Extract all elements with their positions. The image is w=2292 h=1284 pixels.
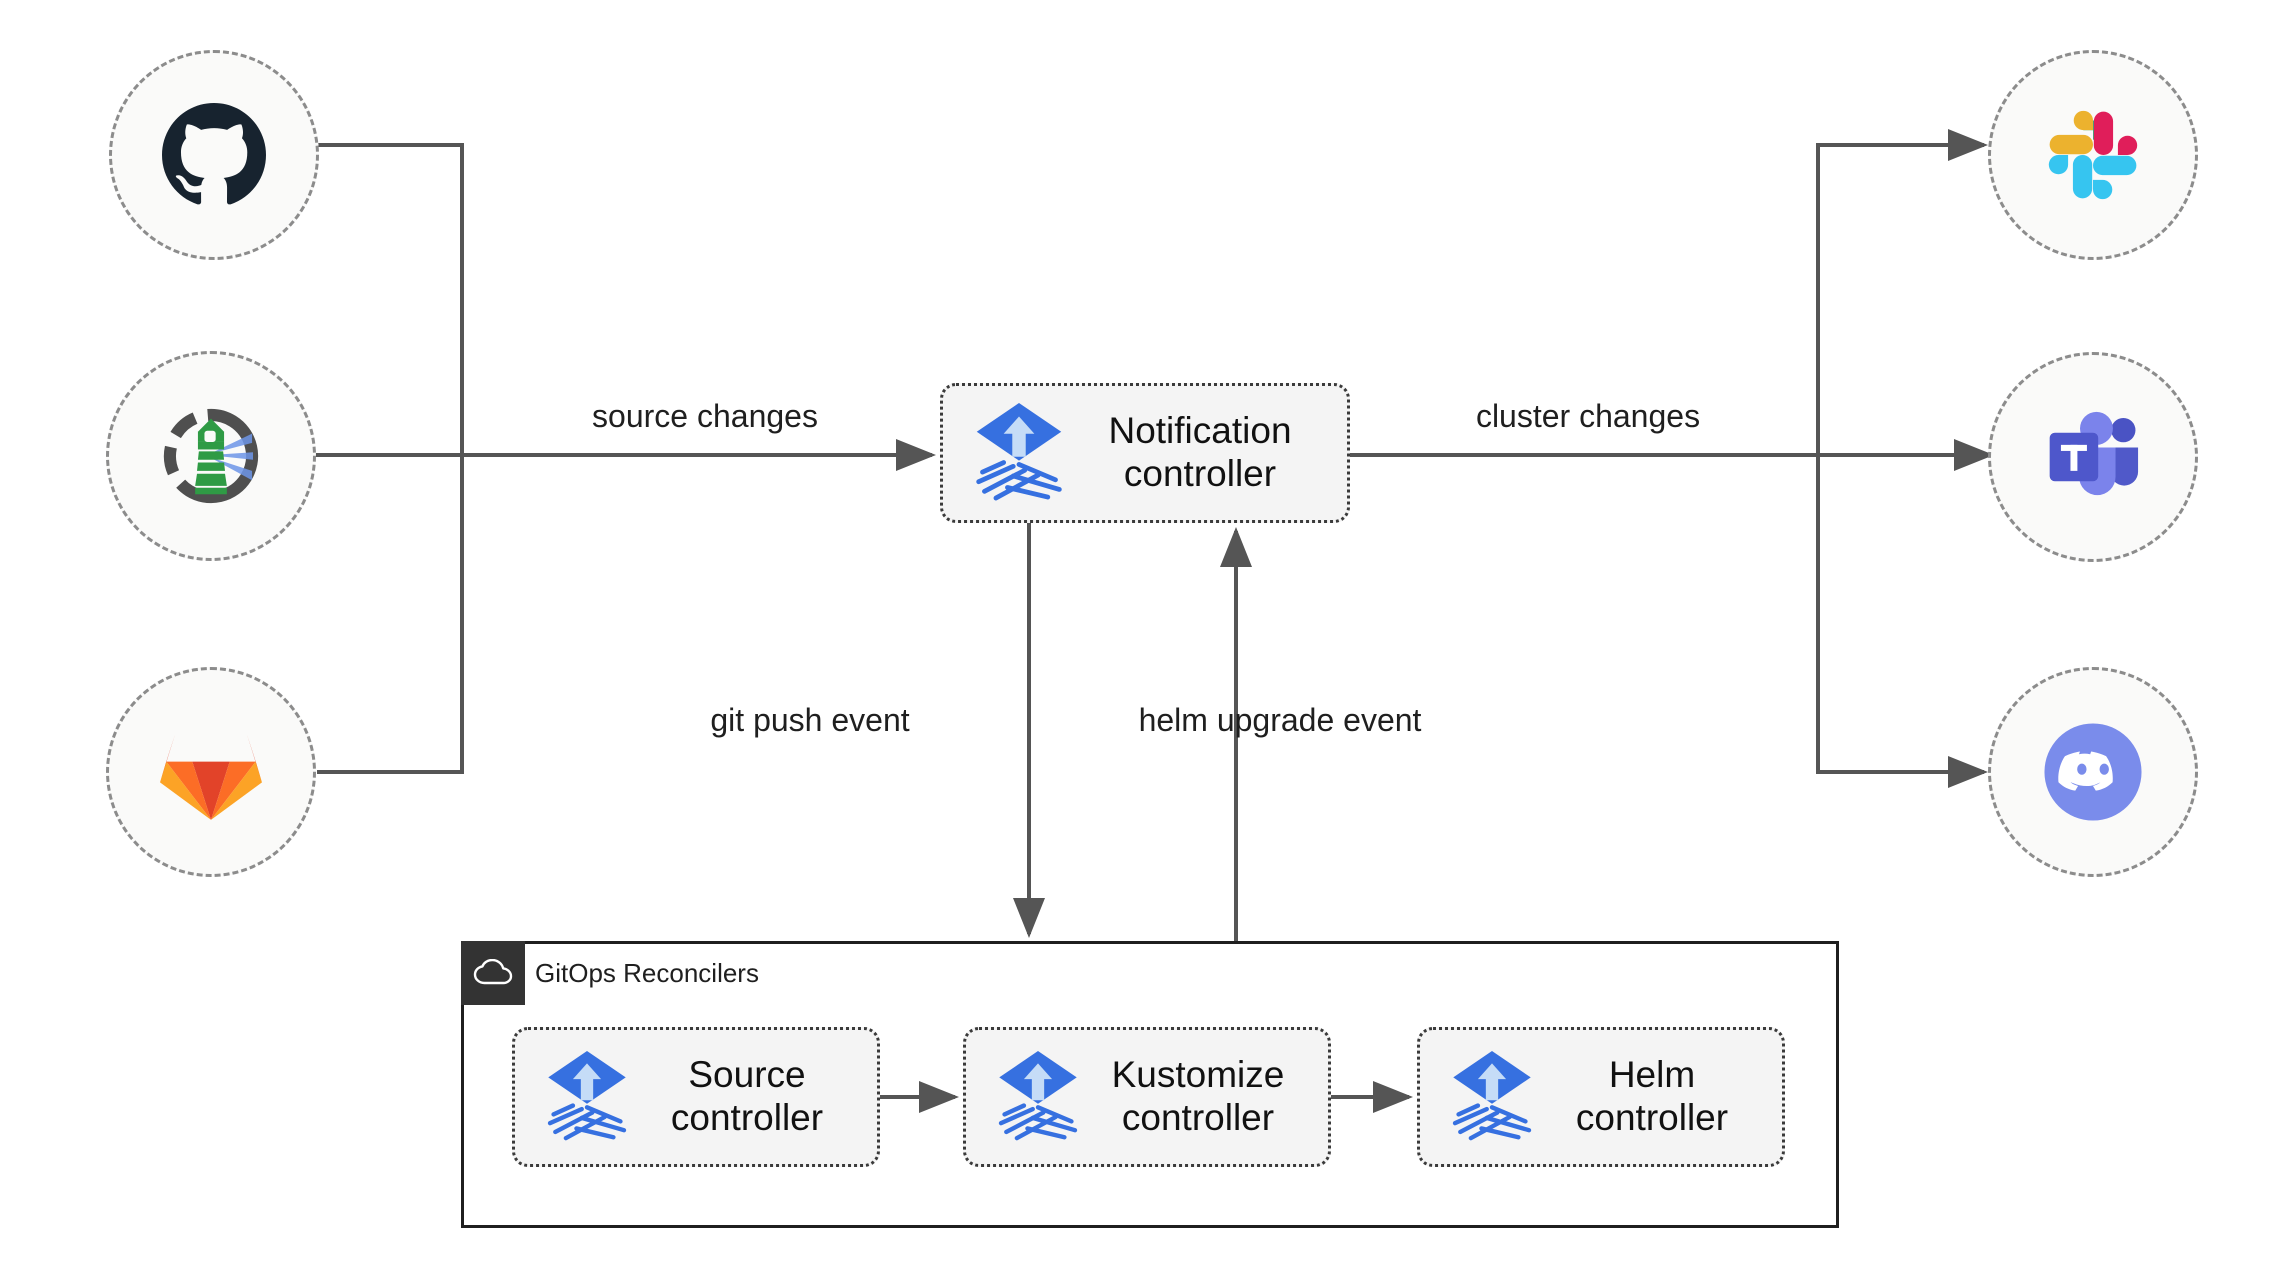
notification-controller-label: Notification controller [1108, 410, 1292, 494]
edge-gitlab-to-bus [317, 455, 464, 774]
destination-node-slack[interactable] [1988, 50, 2198, 260]
microsoft-teams-icon [2049, 411, 2139, 496]
edge-to-discord [1816, 455, 1988, 788]
edge-label-git-push-event: git push event [710, 702, 910, 738]
destination-node-discord[interactable] [1988, 667, 2198, 877]
notification-controller-box[interactable]: Notification controller [940, 383, 1350, 523]
gitops-reconcilers-title: GitOps Reconcilers [535, 958, 759, 988]
slack-icon [2048, 110, 2138, 200]
flux-icon [971, 401, 1067, 506]
source-node-gitlab[interactable] [106, 667, 316, 877]
gitops-reconcilers-tab [461, 941, 525, 1005]
destination-node-teams[interactable] [1988, 352, 2198, 562]
cloud-icon [473, 959, 513, 985]
source-controller-box[interactable]: Source controller [512, 1027, 880, 1167]
flux-icon [543, 1049, 631, 1146]
helm-icon [163, 408, 259, 504]
edge-label-helm-upgrade-event: helm upgrade event [1138, 702, 1422, 738]
kustomize-controller-label: Kustomize controller [1111, 1054, 1285, 1138]
helm-controller-box[interactable]: Helm controller [1417, 1027, 1785, 1167]
edge-label-source-changes: source changes [592, 398, 818, 434]
discord-icon [2044, 723, 2142, 821]
source-node-github[interactable] [109, 50, 319, 260]
helm-controller-label: Helm controller [1575, 1054, 1729, 1138]
source-controller-label: Source controller [670, 1054, 824, 1138]
edge-label-cluster-changes: cluster changes [1475, 398, 1701, 434]
gitlab-icon [160, 732, 262, 820]
gitops-reconcilers-group [461, 941, 1839, 1228]
flux-icon [994, 1049, 1082, 1146]
source-node-helm[interactable] [106, 351, 316, 561]
edge-to-slack [1816, 129, 1988, 455]
edge-github-to-bus [317, 143, 464, 455]
flux-icon [1448, 1049, 1536, 1146]
kustomize-controller-box[interactable]: Kustomize controller [963, 1027, 1331, 1167]
github-icon [162, 103, 266, 205]
